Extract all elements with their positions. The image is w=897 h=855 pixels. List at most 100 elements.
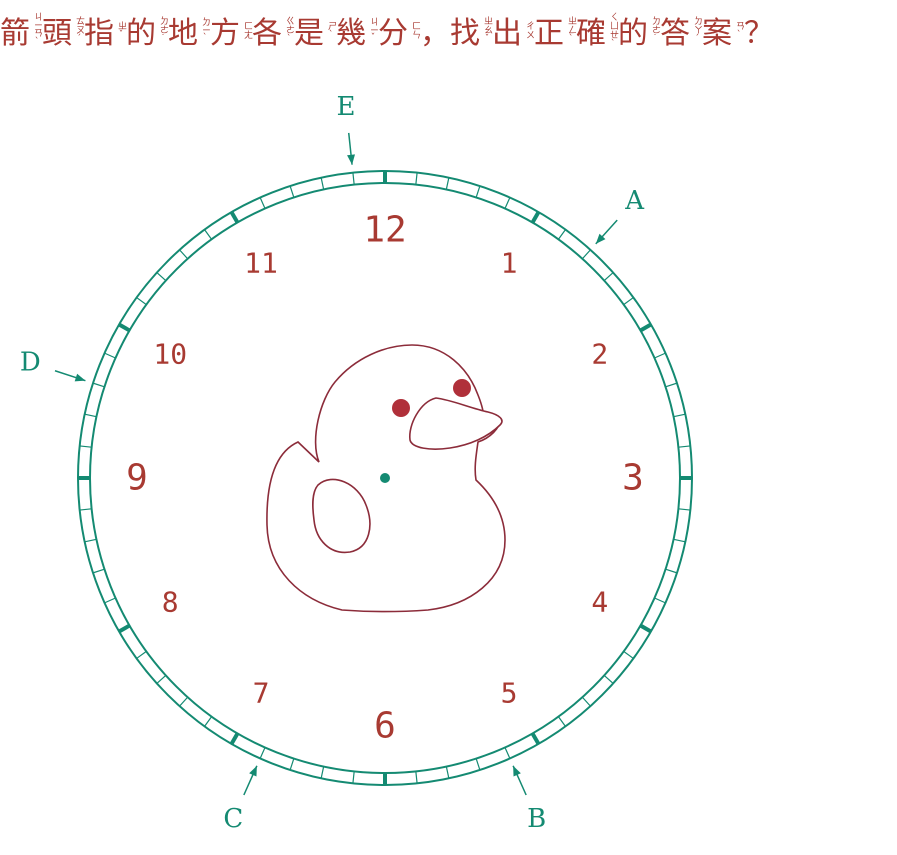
title-char: 正 (534, 16, 564, 51)
minute-tick (445, 766, 450, 779)
title-zhuyin: ㄍㄜˋ (284, 16, 294, 44)
title-zhuyin: ㄢˋ (734, 20, 744, 40)
title-char: ， (420, 16, 450, 51)
duck-beak (409, 397, 503, 450)
clock-number-8: 8 (162, 586, 179, 619)
title-char: 分 (378, 16, 408, 51)
title-char: 出 (492, 16, 522, 51)
title-char: 地 (168, 16, 198, 51)
title-char: 案 (702, 16, 732, 51)
minute-tick (603, 674, 614, 684)
minute-tick (320, 766, 325, 779)
minute-tick (678, 445, 691, 448)
clock-number-12: 12 (363, 210, 406, 251)
minute-tick (581, 696, 591, 707)
clock-number-7: 7 (253, 676, 270, 709)
minute-tick (84, 538, 97, 543)
minute-tick (259, 197, 266, 209)
minute-tick (92, 382, 105, 388)
minute-tick (79, 508, 92, 511)
clock-number-1: 1 (501, 247, 518, 280)
minute-tick (179, 696, 189, 707)
minute-tick (673, 413, 686, 418)
minute-tick (320, 177, 325, 190)
clock-number-6: 6 (374, 706, 396, 747)
minute-tick (678, 508, 691, 511)
title-zhuyin: ㄉㄧˋ (200, 16, 210, 44)
title-zhuyin: ㄓㄠˇ (482, 16, 492, 44)
clock-number-4: 4 (591, 586, 608, 619)
minute-tick (156, 272, 167, 282)
minute-tick (504, 197, 511, 209)
minute-tick (289, 758, 295, 771)
title-char: 是 (294, 16, 324, 51)
title-char: 方 (210, 16, 240, 51)
title-zhuyin: ㄉㄚˊ (692, 16, 702, 44)
minute-tick (415, 771, 418, 784)
minute-tick (673, 538, 686, 543)
clock-number-10: 10 (153, 338, 187, 371)
title-zhuyin: ㄐㄧㄢˋ (32, 12, 42, 48)
minute-tick (654, 597, 666, 604)
duck-eye-right (453, 379, 471, 397)
minute-tick (654, 352, 666, 359)
minute-tick (156, 674, 167, 684)
minute-tick (623, 650, 634, 659)
title-char: 的 (126, 16, 156, 51)
minute-tick (415, 172, 418, 185)
hour-tick (530, 211, 541, 224)
arrow-label-C: C (223, 804, 243, 834)
arrow-B: B (512, 765, 546, 834)
minute-tick (352, 771, 355, 784)
title-char: 指 (84, 16, 114, 51)
minute-tick (259, 747, 266, 759)
title-zhuyin: ㄐㄧˇ (368, 16, 378, 44)
hour-tick (118, 623, 131, 634)
duck-eye-left (392, 399, 410, 417)
duck-body (266, 344, 506, 613)
title-zhuyin: ㄑㄩㄝˋ (608, 11, 618, 49)
hour-tick (639, 322, 652, 333)
hour-tick (530, 732, 541, 745)
title-zhuyin: ㄈㄣ (410, 21, 420, 39)
minute-tick (504, 747, 511, 759)
minute-tick (289, 185, 295, 198)
minute-tick (352, 172, 355, 185)
title-zhuyin: ㄓㄥˋ (566, 16, 576, 44)
minute-tick (79, 445, 92, 448)
title-char: 幾 (336, 16, 366, 51)
title-zhuyin: ㄕˋ (326, 20, 336, 40)
minute-tick (84, 413, 97, 418)
minute-tick (136, 650, 147, 659)
minute-tick (475, 758, 481, 771)
minute-tick (603, 272, 614, 282)
arrow-label-A: A (624, 186, 645, 216)
hour-tick (639, 623, 652, 634)
arrow-A: A (595, 186, 645, 245)
minute-tick (665, 382, 678, 388)
minute-tick (665, 568, 678, 574)
title-zhuyin: ㄉㄜ˙ (158, 16, 168, 44)
title-char: 箭 (0, 16, 30, 51)
title-zhuyin: ㄔㄨ (524, 21, 534, 39)
minute-tick (475, 185, 481, 198)
arrow-label-B: B (527, 804, 546, 834)
title-char: 找 (450, 16, 480, 51)
arrow-D: D (20, 348, 86, 382)
minute-tick (92, 568, 105, 574)
minute-tick (445, 177, 450, 190)
title-char: ？ (744, 16, 774, 51)
minute-tick (104, 597, 116, 604)
title-char: 各 (252, 16, 282, 51)
title-zhuyin: ㄉㄜ˙ (650, 16, 660, 44)
title-char: 頭 (42, 16, 72, 51)
clock-number-2: 2 (591, 338, 608, 371)
title-char: 的 (618, 16, 648, 51)
minute-tick (179, 249, 189, 260)
title-char: 確 (576, 16, 606, 51)
minute-tick (204, 229, 213, 240)
clock-number-5: 5 (501, 676, 518, 709)
